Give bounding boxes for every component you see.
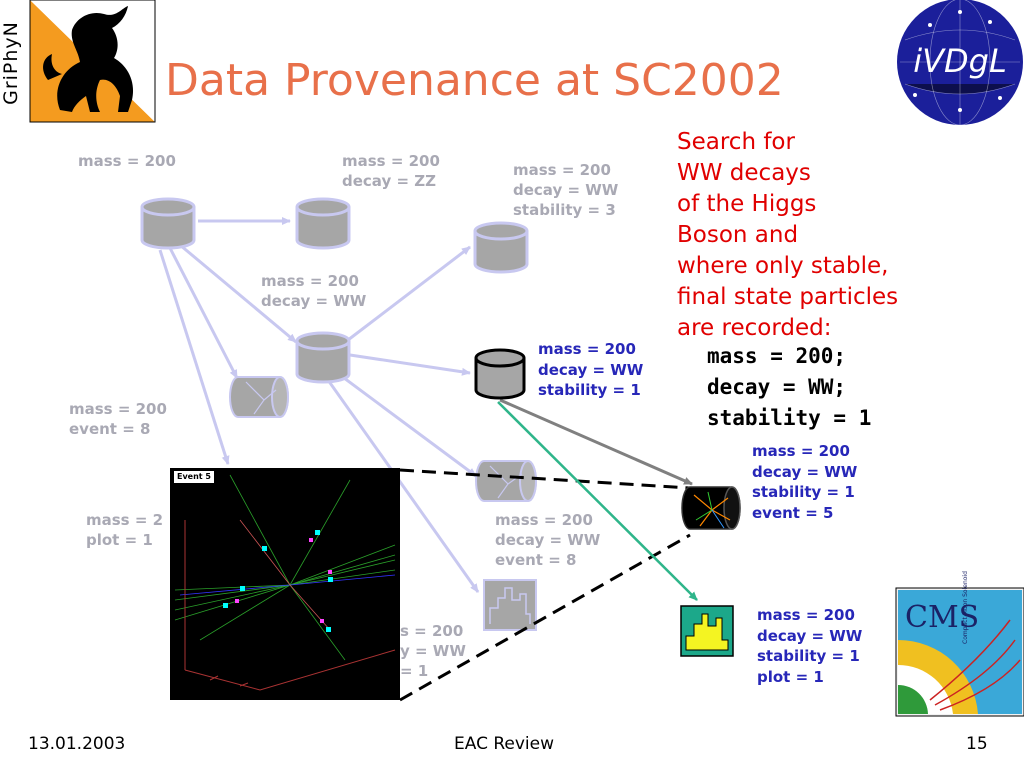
- footer-page-number: 15: [966, 734, 988, 754]
- event-display-label: Event 5: [174, 471, 214, 483]
- ivdgl-logo: [897, 0, 1023, 126]
- cms-logo: [895, 587, 1024, 717]
- plot-icon-selected: [680, 605, 734, 657]
- label-decay-ww: mass = 200 decay = WW: [261, 272, 367, 310]
- cylinder-selected: [474, 348, 526, 400]
- griphyn-logo: [0, 0, 156, 125]
- cylinder-decay-ww: [295, 331, 351, 384]
- event-barrel-faded-2: [475, 460, 537, 502]
- faded-arrows: [158, 217, 480, 593]
- zoom-lines: [399, 468, 691, 702]
- label-event-8: mass = 200 event = 8: [69, 400, 167, 438]
- arrow-to-event: [499, 398, 693, 486]
- event-barrel-selected: [681, 486, 741, 530]
- label-selected-event: mass = 200 decay = WW stability = 1 even…: [752, 442, 858, 522]
- event-display: [170, 468, 400, 700]
- arrow-to-plot: [497, 401, 698, 601]
- event-barrel-faded-1: [229, 376, 289, 418]
- label-plot-1-partial: mass = 2 plot = 1: [86, 511, 164, 549]
- cms-logo-subtext: Compact Muon Solenoid: [962, 571, 969, 644]
- label-decay-zz: mass = 200 decay = ZZ: [342, 152, 440, 190]
- label-selected-dataset: mass = 200 decay = WW stability = 1: [538, 340, 644, 399]
- ivdgl-logo-text: iVDgL: [913, 42, 1007, 80]
- griphyn-logo-text: GriPhyN: [0, 21, 22, 105]
- label-selected-plot: mass = 200 decay = WW stability = 1 plot…: [757, 606, 863, 686]
- label-mass-200: mass = 200: [78, 152, 176, 170]
- cylinder-mass-200: [140, 197, 196, 250]
- cylinder-decay-zz: [295, 197, 351, 250]
- cms-logo-text: CMS: [905, 600, 980, 635]
- query-description: Search for WW decays of the Higgs Boson …: [677, 129, 899, 341]
- plot-icon-faded: [483, 579, 537, 631]
- page-title: Data Provenance at SC2002: [165, 55, 784, 106]
- cylinder-stability-3: [473, 221, 529, 274]
- query-code: mass = 200; decay = WW; stability = 1: [707, 344, 872, 430]
- label-decay-ww-event-8: mass = 200 decay = WW event = 8: [495, 511, 601, 569]
- footer-title: EAC Review: [454, 734, 554, 754]
- label-stability-1-partial: s = 200 y = WW = 1: [400, 622, 466, 680]
- footer-date: 13.01.2003: [28, 734, 126, 754]
- label-stability-3: mass = 200 decay = WW stability = 3: [513, 161, 619, 219]
